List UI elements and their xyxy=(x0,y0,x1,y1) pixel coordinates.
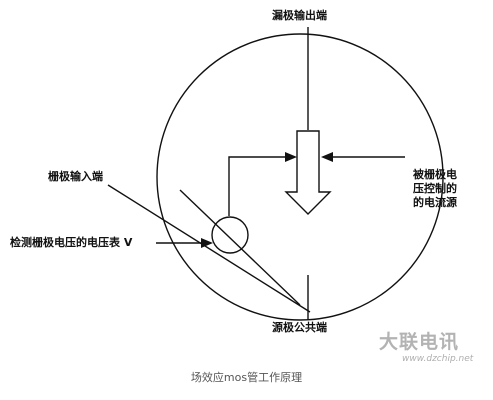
gate-input-lead xyxy=(107,184,311,313)
controlled-current-arrow xyxy=(284,130,332,215)
meter-arrowhead xyxy=(201,238,213,248)
current-source-arrowhead xyxy=(321,152,333,162)
gate-voltage-meter-label: 检测栅极电压的电压表 V xyxy=(10,236,133,249)
current-source-label-line: 压控制的 xyxy=(413,182,457,195)
gate-control-path xyxy=(228,156,285,216)
source-common-line xyxy=(179,189,301,306)
watermark-site: www.dzchip.net xyxy=(402,354,474,364)
source-common-label: 源极公共端 xyxy=(272,321,327,334)
drain-output-label: 漏极输出端 xyxy=(272,9,327,22)
voltage-meter-circle xyxy=(211,216,249,254)
gate-input-label: 栅极输入端 xyxy=(48,170,103,183)
current-source-label-line: 被栅极电 xyxy=(413,168,457,181)
controlled-current-source-label: 被栅极电 压控制的 的电流源 xyxy=(413,168,491,210)
device-body-circle xyxy=(156,33,444,321)
figure-caption: 场效应mos管工作原理 xyxy=(190,371,303,384)
current-source-label-line: 的电流源 xyxy=(413,196,457,209)
site-watermark-logo: 大联电讯 www.dzchip.net xyxy=(379,330,474,364)
watermark-brand: 大联电讯 xyxy=(379,330,459,353)
gate-control-arrowhead xyxy=(285,152,297,162)
